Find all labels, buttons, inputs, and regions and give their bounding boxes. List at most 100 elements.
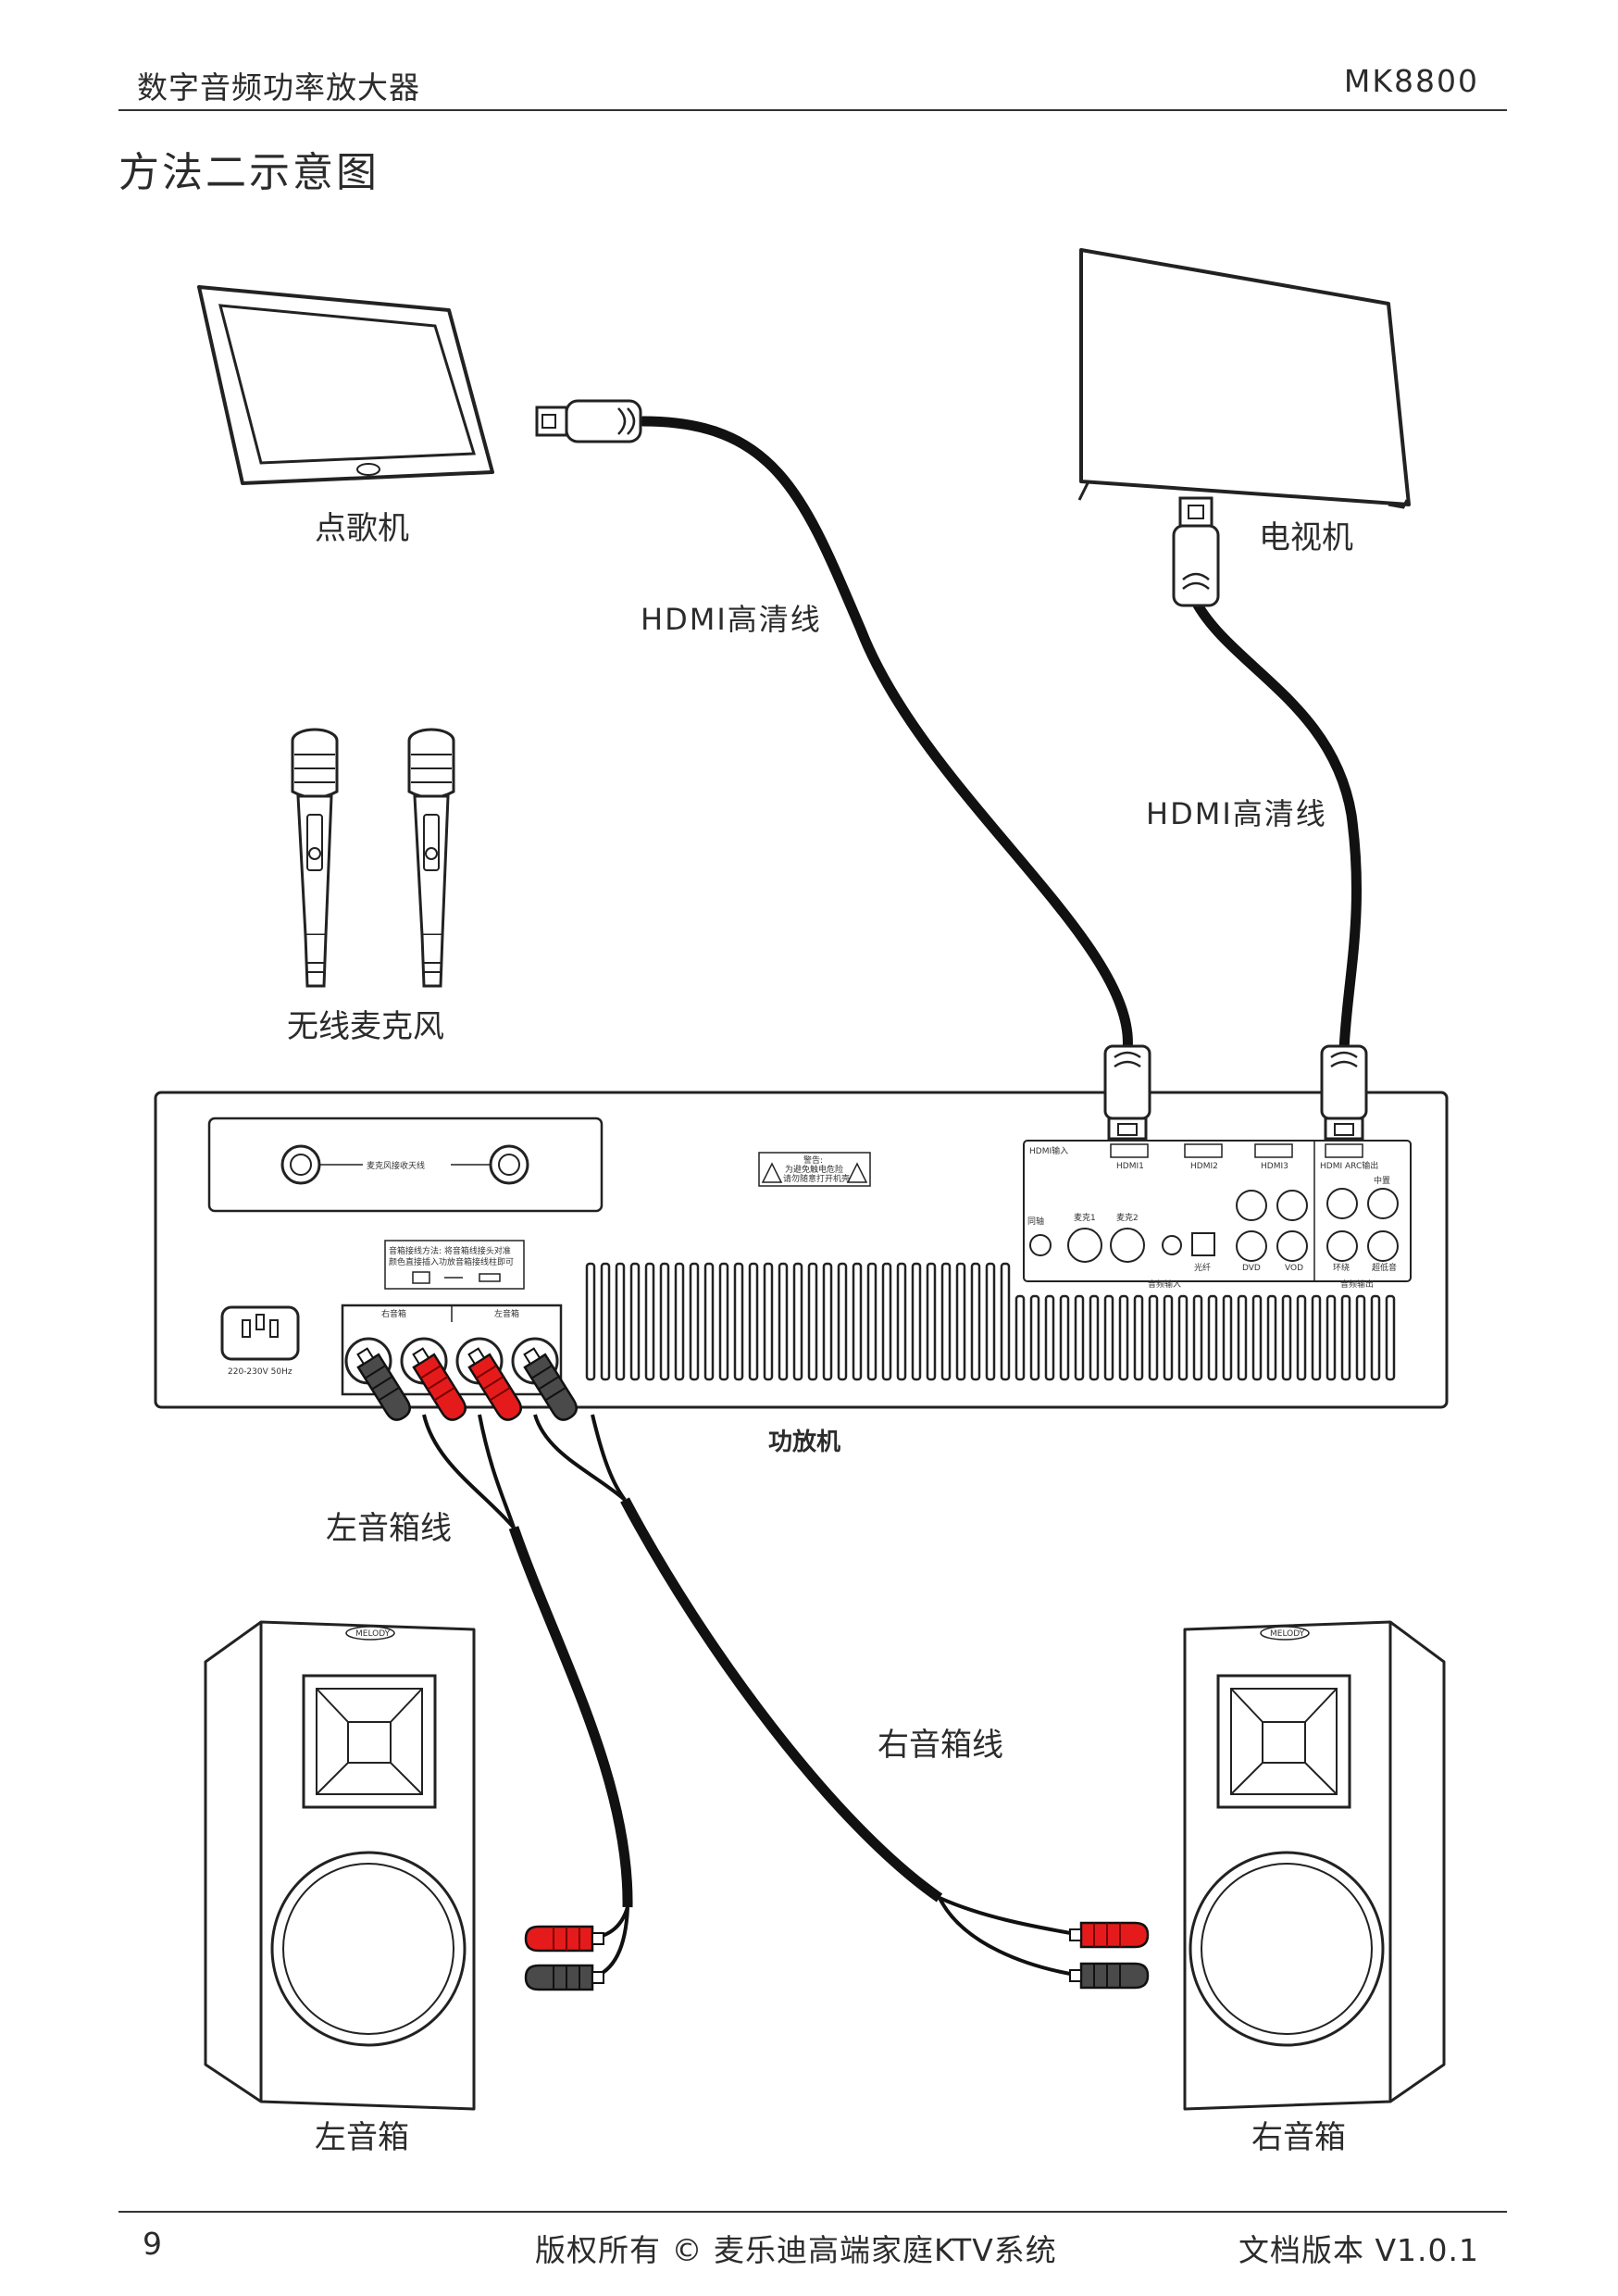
- vent-slot: [1340, 1294, 1351, 1381]
- amplifier-rear-panel: 麦克风接收天线 警告: 为避免触电危险 请勿随意打开机壳 音箱接线方法: 将音箱…: [154, 1091, 1449, 1409]
- vent-slot: [1014, 1294, 1026, 1381]
- wireless-mic-icon: [291, 728, 455, 988]
- vent-slot: [1355, 1294, 1366, 1381]
- right-speaker-cable: [533, 1414, 1082, 1978]
- wiring-note-1: 音箱接线方法: 将音箱线接头对准: [389, 1245, 511, 1256]
- page-footer: 9 版权所有 © 麦乐迪高端家庭KTV系统 文档版本 V1.0.1: [118, 2211, 1507, 2268]
- left-speaker-brand: MELODY: [355, 1629, 391, 1639]
- power-spec-label: 220-230V 50Hz: [228, 1367, 292, 1377]
- hdmi-plug-tablet-icon: [535, 399, 642, 443]
- vent-slot: [644, 1262, 655, 1381]
- tv-label: 电视机: [1259, 519, 1353, 556]
- vent-slot: [881, 1262, 892, 1381]
- warning-title: 警告:: [803, 1154, 823, 1166]
- vent-slot: [629, 1262, 641, 1381]
- vent-slot: [896, 1262, 907, 1381]
- hdmi-cable-1-label: HDMI高清线: [641, 602, 822, 637]
- vent-slot: [940, 1262, 952, 1381]
- tv-icon: [1077, 248, 1411, 509]
- left-speaker-cable: [422, 1414, 633, 1979]
- hdmi-plug-hdmi1-icon: [1103, 1044, 1151, 1141]
- vent-slot: [615, 1262, 626, 1381]
- vent-slot: [1207, 1294, 1218, 1381]
- vent-slot: [985, 1262, 996, 1381]
- vod-label: VOD: [1285, 1264, 1303, 1273]
- left-speaker-cable-label: 左音箱线: [326, 1510, 452, 1547]
- vent-slot: [955, 1262, 966, 1381]
- vent-slot: [763, 1262, 774, 1381]
- left-speaker-label: 左音箱: [315, 2119, 409, 2156]
- page-header: 数字音频功率放大器 MK8800: [118, 57, 1507, 111]
- vent-slot: [1296, 1294, 1307, 1381]
- vent-slot: [674, 1262, 685, 1381]
- model-number: MK8800: [1343, 63, 1479, 99]
- vent-slot: [1326, 1294, 1337, 1381]
- warning-line-2: 请勿随意打开机壳: [783, 1173, 850, 1184]
- jukebox-tablet-icon: [197, 285, 494, 485]
- vent-slot: [748, 1262, 759, 1381]
- vent-slot: [600, 1262, 611, 1381]
- left-speaker-plugs: [524, 1925, 605, 1991]
- hdmi3-label: HDMI3: [1261, 1162, 1288, 1171]
- hdmi-arc-label: HDMI ARC输出: [1320, 1160, 1378, 1171]
- optical-label: 光纤: [1194, 1262, 1211, 1273]
- vent-slot: [1000, 1262, 1011, 1381]
- vent-slot: [1089, 1294, 1100, 1381]
- hdmi-cable-1: [638, 416, 1133, 1056]
- vent-slot: [926, 1262, 937, 1381]
- vent-slot: [689, 1262, 700, 1381]
- vent-slot: [970, 1262, 981, 1381]
- vent-slot: [733, 1262, 744, 1381]
- vent-slot: [822, 1262, 833, 1381]
- surround-label: 环绕: [1333, 1262, 1350, 1273]
- left-channel-label: 左音箱: [494, 1308, 519, 1319]
- vent-slot: [1177, 1294, 1189, 1381]
- vent-slot: [1044, 1294, 1055, 1381]
- vent-slot: [1192, 1294, 1203, 1381]
- vent-slot: [1059, 1294, 1070, 1381]
- jukebox-label: 点歌机: [315, 510, 409, 547]
- vent-slot: [807, 1262, 818, 1381]
- hdmi-cable-2-label: HDMI高清线: [1146, 796, 1327, 831]
- vent-slot: [1074, 1294, 1085, 1381]
- hdmi2-label: HDMI2: [1190, 1162, 1218, 1171]
- vent-slot: [1266, 1294, 1277, 1381]
- hdmi-plug-tv-icon: [1172, 496, 1220, 607]
- right-speaker-brand: MELODY: [1270, 1629, 1305, 1639]
- vent-slot: [837, 1262, 848, 1381]
- vent-slot: [718, 1262, 729, 1381]
- audio-input-group-label: 音频输入: [1148, 1279, 1181, 1290]
- right-channel-label: 右音箱: [381, 1308, 406, 1319]
- coax-label: 同轴: [1027, 1216, 1044, 1227]
- vent-slot: [852, 1262, 863, 1381]
- right-speaker-cable-label: 右音箱线: [877, 1727, 1003, 1764]
- wireless-mic-label: 无线麦克风: [287, 1008, 444, 1045]
- vent-slot: [1370, 1294, 1381, 1381]
- mic-antenna-label: 麦克风接收天线: [367, 1160, 425, 1171]
- hdmi-plug-arc-icon: [1320, 1044, 1368, 1141]
- warning-line-1: 为避免触电危险: [785, 1164, 843, 1175]
- vent-slot: [1237, 1294, 1248, 1381]
- left-speaker-icon: MELODY: [204, 1620, 476, 2111]
- vent-slot: [1118, 1294, 1129, 1381]
- vent-slot: [1133, 1294, 1144, 1381]
- center-label: 中置: [1374, 1175, 1390, 1186]
- vent-slot: [1029, 1294, 1040, 1381]
- vent-slot: [1385, 1294, 1396, 1381]
- doc-version: 文档版本 V1.0.1: [1238, 2232, 1479, 2268]
- vent-slot: [1103, 1294, 1114, 1381]
- vent-slot: [1163, 1294, 1174, 1381]
- doc-title: 数字音频功率放大器: [137, 69, 420, 106]
- dvd-label: DVD: [1242, 1264, 1261, 1273]
- page-number: 9: [143, 2226, 162, 2262]
- amplifier-label: 功放机: [768, 1428, 840, 1456]
- copyright: 版权所有 © 麦乐迪高端家庭KTV系统: [535, 2232, 1057, 2268]
- wiring-note-2: 颜色直接插入功放音箱接线柱即可: [389, 1256, 514, 1267]
- vent-slot: [1222, 1294, 1233, 1381]
- hdmi1-label: HDMI1: [1116, 1162, 1144, 1171]
- vent-slot: [1311, 1294, 1322, 1381]
- subwoofer-label: 超低音: [1372, 1262, 1397, 1273]
- vent-slot: [866, 1262, 877, 1381]
- vent-slot: [585, 1262, 596, 1381]
